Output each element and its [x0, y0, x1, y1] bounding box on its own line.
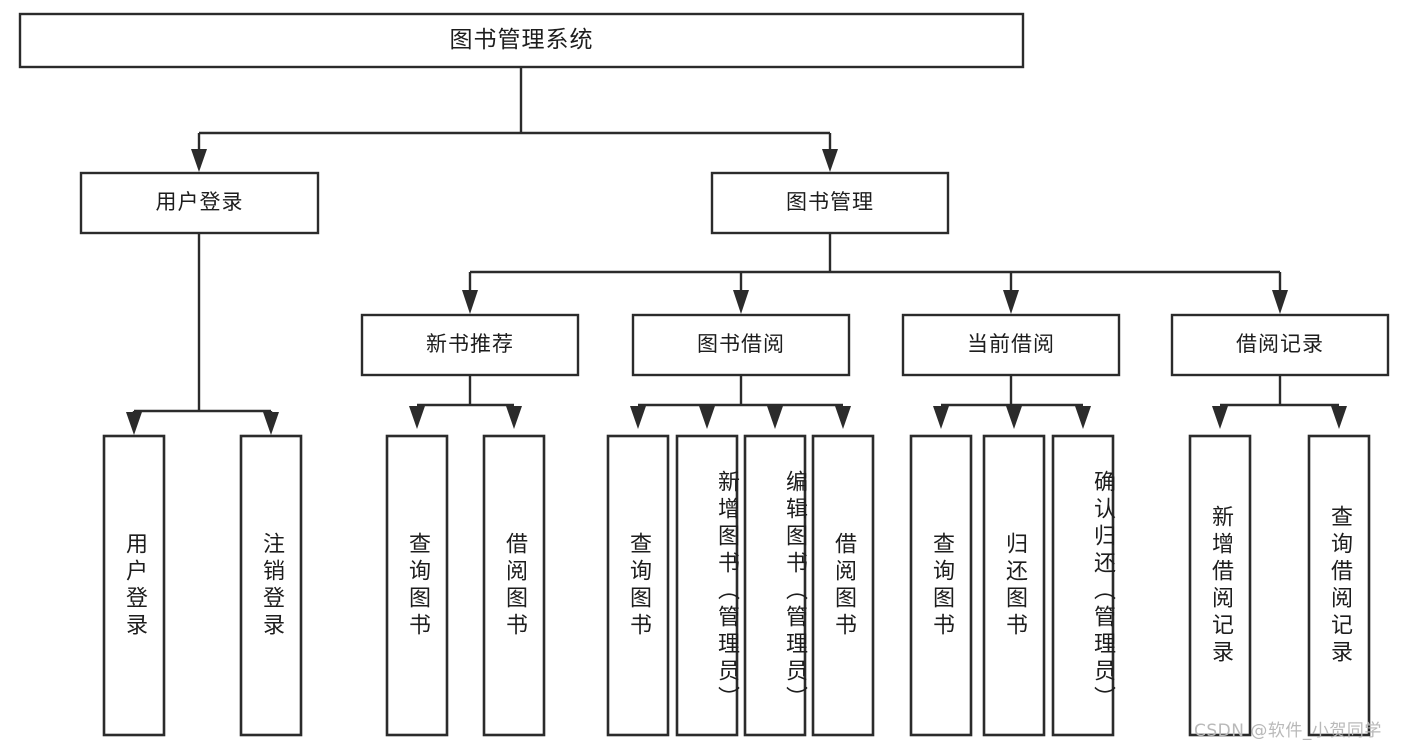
node-box-current-borrow[interactable] — [901, 313, 1121, 377]
leaf-box-edit-book[interactable] — [743, 434, 807, 737]
node-box-root[interactable] — [18, 12, 1025, 69]
arrowhead-leaf-return-book — [1006, 406, 1022, 429]
node-box-user-login[interactable] — [79, 171, 320, 235]
arrowhead-book-mgmt — [822, 149, 838, 172]
leaf-box-return-book[interactable] — [982, 434, 1046, 737]
leaf-box-borrow-book-b[interactable] — [811, 434, 875, 737]
leaf-box-user-login[interactable] — [102, 434, 166, 737]
arrowhead-leaf-borrow-book-a — [506, 406, 522, 429]
leaf-box-logout[interactable] — [239, 434, 303, 737]
arrowhead-leaf-query-book-b — [630, 406, 646, 429]
leaf-box-add-record[interactable] — [1188, 434, 1252, 737]
arrowhead-leaf-borrow-book-b — [835, 406, 851, 429]
leaf-box-add-book[interactable] — [675, 434, 739, 737]
arrowhead-user-login — [191, 149, 207, 172]
arrowhead-leaf-add-record — [1212, 406, 1228, 429]
leaf-box-query-book-a[interactable] — [385, 434, 449, 737]
arrowhead-leaf-query-book-a — [409, 406, 425, 429]
leaf-box-query-book-c[interactable] — [909, 434, 973, 737]
arrowhead-new-book-rec — [462, 290, 478, 314]
arrowhead-borrow-record — [1272, 290, 1288, 314]
arrowhead-book-borrow — [733, 290, 749, 314]
arrowhead-leaf-edit-book — [767, 406, 783, 429]
arrowhead-current-borrow — [1003, 290, 1019, 314]
leaf-box-query-record[interactable] — [1307, 434, 1371, 737]
arrowhead-leaf-query-record — [1331, 406, 1347, 429]
leaf-box-query-book-b[interactable] — [606, 434, 670, 737]
arrowhead-leaf-logout — [263, 412, 279, 435]
node-box-borrow-record[interactable] — [1170, 313, 1390, 377]
arrowhead-leaf-add-book — [699, 406, 715, 429]
node-box-new-book-rec[interactable] — [360, 313, 580, 377]
node-box-book-mgmt[interactable] — [710, 171, 950, 235]
leaf-box-confirm-return[interactable] — [1051, 434, 1115, 737]
node-box-book-borrow[interactable] — [631, 313, 851, 377]
leaf-box-borrow-book-a[interactable] — [482, 434, 546, 737]
arrowhead-leaf-query-book-c — [933, 406, 949, 429]
arrowhead-leaf-user-login — [126, 412, 142, 435]
arrowhead-leaf-confirm-return — [1075, 406, 1091, 429]
